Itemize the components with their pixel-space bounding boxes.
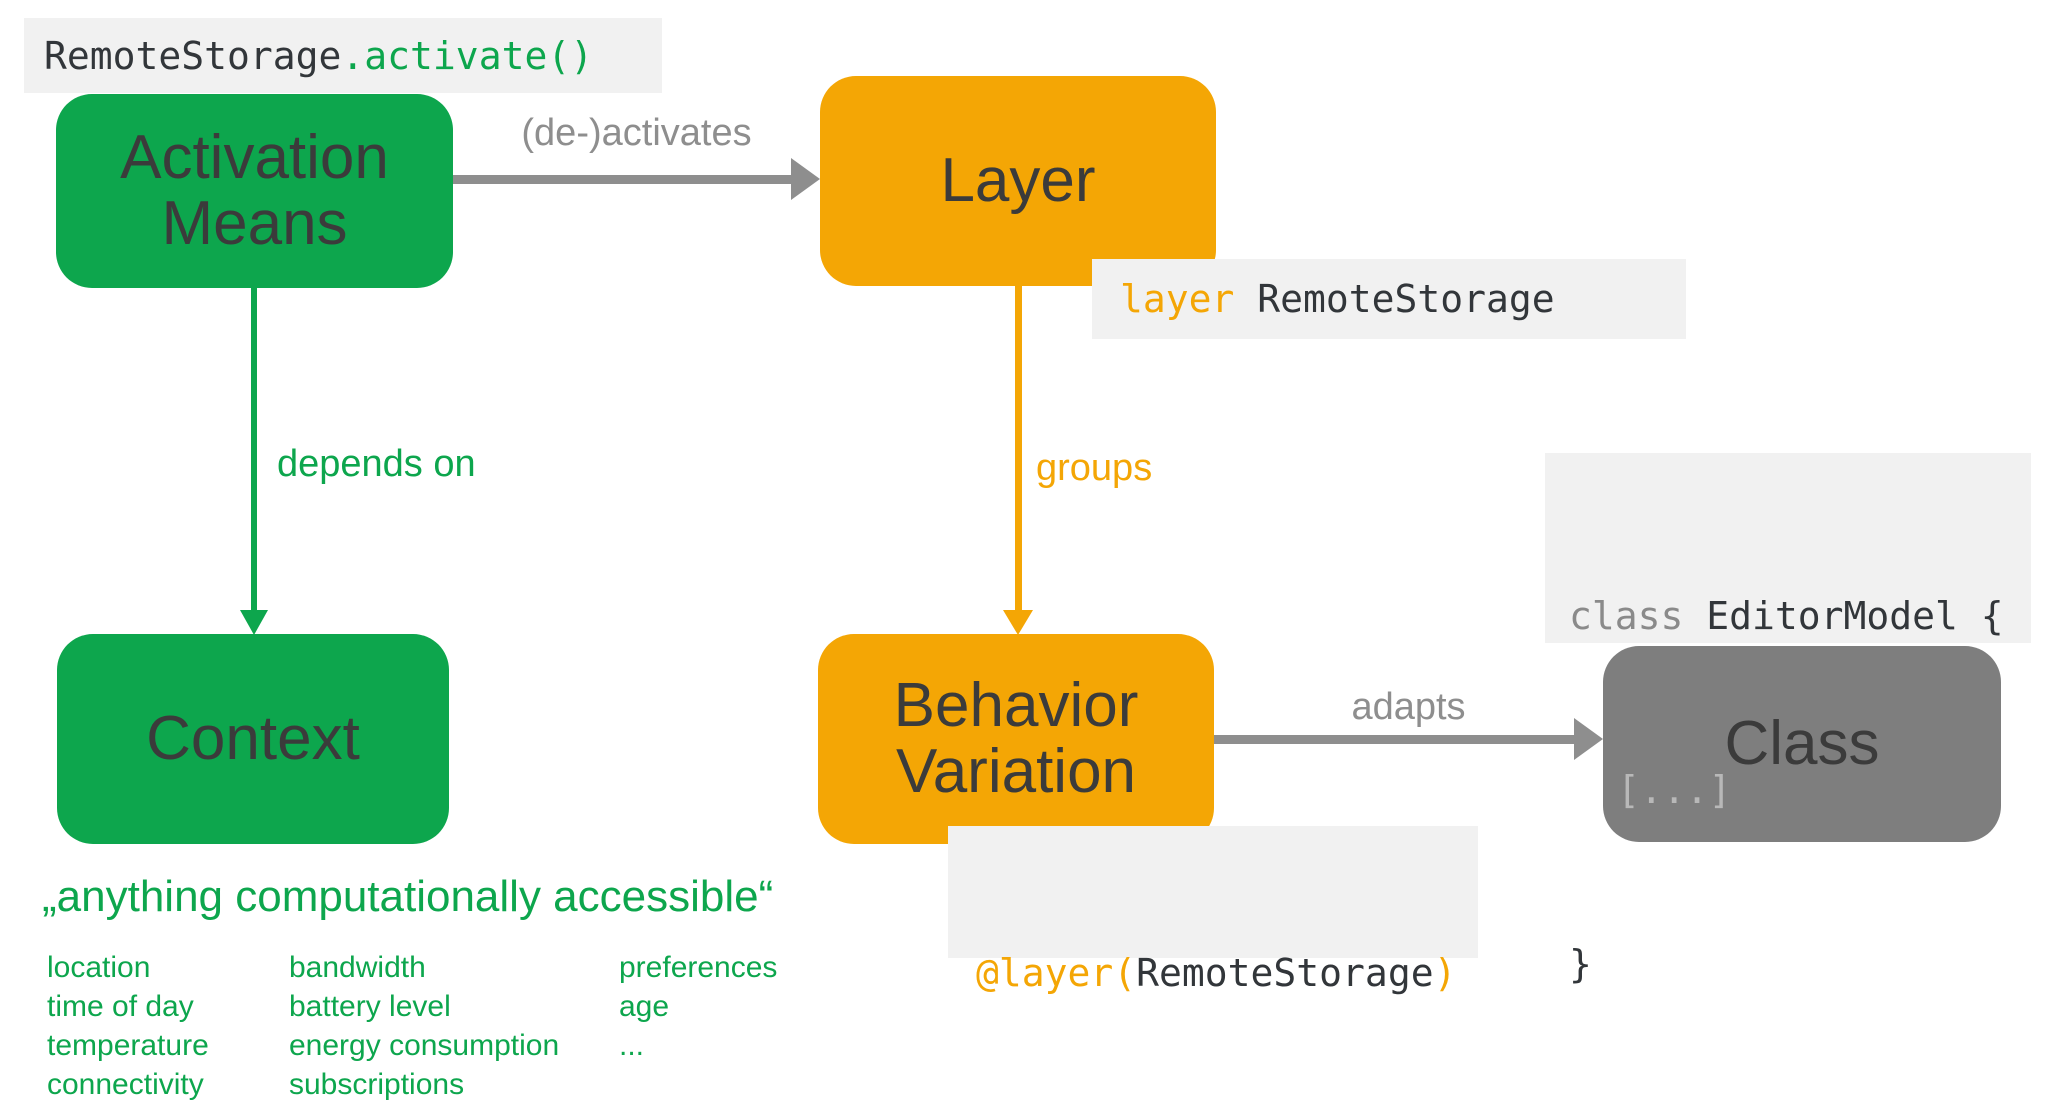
edge-label-deactivates: (de-)activates bbox=[521, 112, 752, 154]
context-example: time of day bbox=[47, 990, 194, 1023]
context-examples-column: preferences age ... bbox=[619, 948, 777, 1065]
node-title-line: Context bbox=[146, 704, 360, 774]
context-example: ... bbox=[619, 1029, 645, 1062]
node-activation-means: Activation Means bbox=[56, 94, 453, 288]
node-title-line: Means bbox=[161, 189, 348, 258]
code-text: [...] bbox=[1617, 768, 1732, 812]
context-examples-column: bandwidth battery level energy consumpti… bbox=[289, 948, 559, 1104]
node-class: Class bbox=[1603, 646, 2001, 842]
edge-line-groups bbox=[1015, 286, 1022, 610]
code-text: class bbox=[1569, 594, 1684, 638]
edge-line-adapts bbox=[1214, 735, 1574, 744]
arrowhead-down-icon bbox=[1003, 610, 1033, 635]
node-title-line: Behavior bbox=[893, 671, 1139, 741]
edge-label-adapts: adapts bbox=[1351, 686, 1466, 728]
code-text: } bbox=[1569, 942, 1592, 986]
arrowhead-right-icon bbox=[1574, 718, 1603, 760]
code-text: EditorModel { bbox=[1683, 594, 2004, 638]
edge-line-depends-on bbox=[251, 288, 257, 610]
context-example: preferences bbox=[619, 951, 778, 984]
edge-label-groups: groups bbox=[1036, 447, 1153, 489]
code-text: .activate() bbox=[341, 33, 594, 78]
code-line: class EditorModel { bbox=[1569, 587, 2031, 645]
context-definition-quote: „anything computationally accessible“ bbox=[42, 872, 774, 921]
context-example: age bbox=[619, 990, 670, 1023]
code-text: ) bbox=[1433, 951, 1457, 995]
code-text: RemoteStorage bbox=[1234, 277, 1555, 321]
node-title-line: Layer bbox=[940, 146, 1096, 216]
code-snippet-layer-method: @layer(RemoteStorage) save(text) { [...]… bbox=[948, 826, 1478, 995]
context-example: location bbox=[47, 951, 151, 984]
code-snippet-editor-model: class EditorModel { [...] } bbox=[1545, 453, 2031, 986]
node-behavior-variation: Behavior Variation bbox=[818, 634, 1214, 844]
node-layer: Layer bbox=[820, 76, 1216, 286]
context-example: bandwidth bbox=[289, 951, 426, 984]
code-snippet-activate-call: RemoteStorage.activate() bbox=[24, 18, 662, 93]
arrowhead-down-icon bbox=[240, 610, 268, 635]
edge-label-depends-on: depends on bbox=[277, 443, 476, 485]
code-line: } bbox=[1569, 935, 2031, 993]
context-example: energy consumption bbox=[289, 1029, 560, 1062]
context-example: temperature bbox=[47, 1029, 209, 1062]
node-title-line: Variation bbox=[895, 737, 1137, 806]
node-title-line: Class bbox=[1724, 709, 1880, 779]
code-text: @layer( bbox=[976, 951, 1137, 995]
arrowhead-right-icon bbox=[791, 158, 820, 200]
code-line: @layer(RemoteStorage) bbox=[976, 946, 1478, 1000]
edge-line-deactivates bbox=[453, 175, 791, 184]
node-context: Context bbox=[57, 634, 449, 844]
context-example: subscriptions bbox=[289, 1068, 465, 1101]
context-examples-column: location time of day temperature connect… bbox=[47, 948, 209, 1104]
context-example: connectivity bbox=[47, 1068, 204, 1101]
context-example: battery level bbox=[289, 990, 451, 1023]
code-text: layer bbox=[1120, 277, 1235, 321]
code-text: RemoteStorage bbox=[44, 33, 342, 78]
code-line: [...] bbox=[1569, 761, 2031, 819]
code-text: RemoteStorage bbox=[1136, 951, 1434, 995]
node-title-line: Activation bbox=[120, 123, 389, 193]
code-snippet-layer-declaration: layer RemoteStorage bbox=[1092, 259, 1686, 339]
